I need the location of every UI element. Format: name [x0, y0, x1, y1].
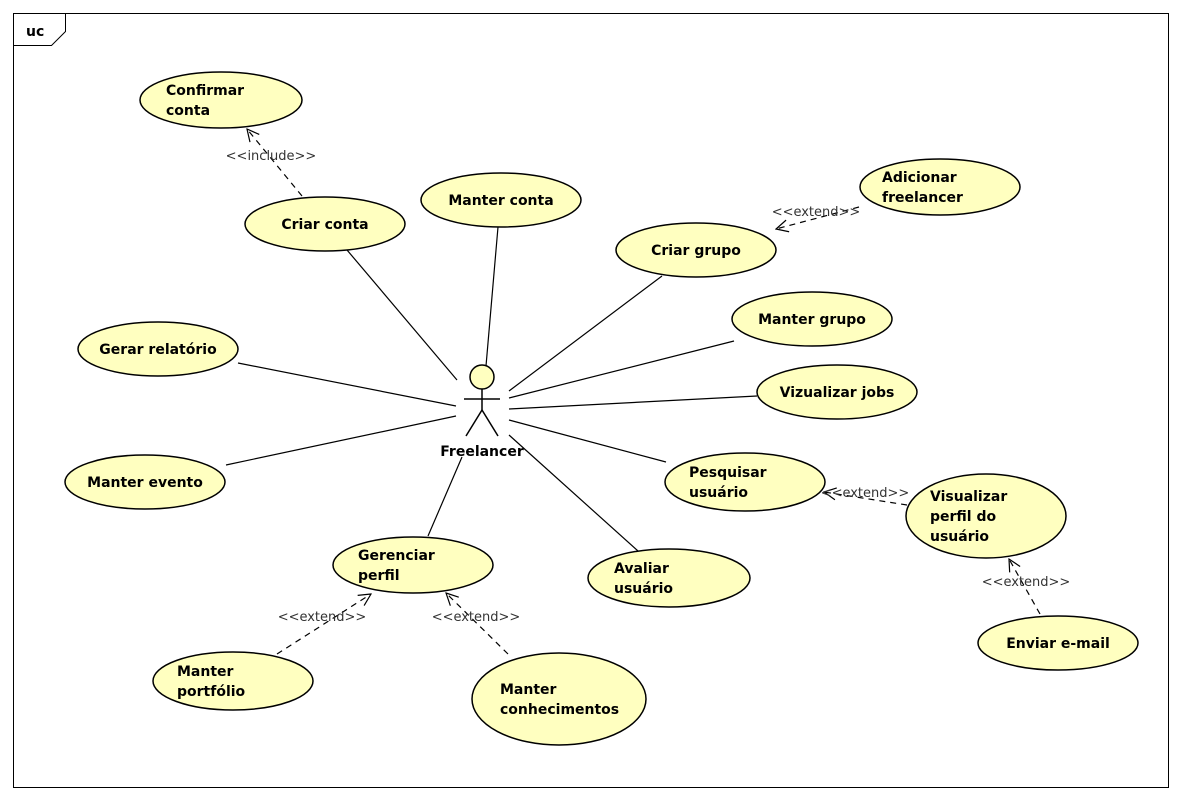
usecase-manter-grupo[interactable]: Manter grupo	[731, 291, 893, 347]
association-manter-conta	[485, 226, 499, 367]
usecase-label-line: Criar grupo	[651, 243, 741, 259]
usecase-gerar-relatorio[interactable]: Gerar relatório	[77, 321, 239, 377]
usecase-label-line: Pesquisar	[689, 465, 767, 481]
usecase-label-line: Gerar relatório	[99, 342, 217, 358]
usecase-ellipse	[139, 71, 303, 129]
associations	[225, 226, 758, 552]
usecase-ellipse	[332, 536, 494, 594]
usecase-ellipse	[731, 291, 893, 347]
frame-tag: uc	[26, 24, 44, 40]
dependencies: <<include>> <<extend>> <<extend>> <<extend>…	[226, 129, 1071, 655]
association-manter-grupo	[508, 340, 735, 399]
usecase-ellipse	[64, 454, 226, 510]
usecase-label-line: perfil	[358, 568, 400, 584]
usecase-label-line: Enviar e-mail	[1006, 636, 1110, 652]
association-gerenciar-perfil	[427, 456, 463, 537]
usecase-confirmar-conta[interactable]: Confirmar conta	[139, 71, 303, 129]
association-vizualizar-jobs	[508, 395, 758, 410]
usecase-pesquisar-usuario[interactable]: Pesquisar usuário	[664, 452, 826, 512]
usecase-label-line: usuário	[614, 581, 673, 597]
dependency-manter-portfolio-to-gerenciar-perfil	[276, 594, 371, 655]
stereotype-label: <<extend>>	[772, 205, 861, 220]
usecase-label-line: Confirmar	[166, 83, 244, 99]
usecase-ellipse	[905, 473, 1067, 559]
usecase-enviar-email[interactable]: Enviar e-mail	[977, 615, 1139, 671]
actor-head	[469, 364, 495, 390]
association-pesquisar-usuario	[508, 419, 667, 463]
usecase-label-line: Gerenciar	[358, 548, 435, 564]
usecase-label-line: Manter grupo	[758, 312, 866, 328]
actor-right-leg	[481, 409, 499, 437]
usecase-label-line: Visualizar	[930, 489, 1007, 505]
usecase-label-line: Manter evento	[87, 475, 203, 491]
association-manter-evento	[225, 415, 457, 466]
usecase-criar-grupo[interactable]: Criar grupo	[615, 222, 777, 278]
usecase-label-line: freelancer	[882, 190, 963, 206]
stereotype-label: <<extend>>	[821, 486, 910, 501]
diagram-frame	[13, 13, 1169, 788]
usecase-manter-evento[interactable]: Manter evento	[64, 454, 226, 510]
usecase-label-line: Manter	[500, 682, 557, 698]
actor-name: Freelancer	[440, 444, 524, 460]
usecase-ellipse	[420, 172, 582, 228]
dependency-visualizar-perfil-to-pesquisar-usuario	[824, 492, 908, 506]
usecase-label-line: Avaliar	[614, 561, 669, 577]
usecase-label-line: conhecimentos	[500, 702, 619, 718]
association-gerar-relatorio	[237, 362, 457, 407]
usecase-label-line: portfólio	[177, 684, 246, 700]
usecase-label-line: perfil do	[930, 509, 996, 525]
usecase-ellipse	[756, 364, 918, 420]
usecase-ellipse	[244, 196, 406, 252]
dependency-adicionar-freelancer-to-criar-grupo	[776, 206, 860, 229]
usecase-adicionar-freelancer[interactable]: Adicionar freelancer	[859, 158, 1021, 216]
frame-tag-box	[13, 13, 66, 46]
usecase-ellipse	[977, 615, 1139, 671]
stereotype-label: <<extend>>	[432, 610, 521, 625]
stereotype-label: <<extend>>	[278, 610, 367, 625]
usecase-label-line: Manter	[177, 664, 234, 680]
usecase-label-line: Vizualizar jobs	[780, 385, 895, 401]
usecase-label-line: usuário	[930, 529, 989, 545]
usecase-gerenciar-perfil[interactable]: Gerenciar perfil	[332, 536, 494, 594]
usecase-ellipse	[664, 452, 826, 512]
usecase-label-line: conta	[166, 103, 210, 119]
usecase-label-line: Manter conta	[448, 193, 553, 209]
usecase-manter-conta[interactable]: Manter conta	[420, 172, 582, 228]
dependency-manter-conhecimentos-to-gerenciar-perfil	[446, 593, 509, 655]
usecase-criar-conta[interactable]: Criar conta	[244, 196, 406, 252]
association-criar-conta	[346, 249, 458, 381]
usecase-ellipse	[77, 321, 239, 377]
dependency-criar-conta-to-confirmar-conta	[247, 129, 303, 197]
association-criar-grupo	[508, 275, 663, 392]
association-avaliar-usuario	[508, 434, 639, 552]
usecase-visualizar-perfil[interactable]: Visualizar perfil do usuário	[905, 473, 1067, 559]
usecase-ellipse	[587, 548, 751, 608]
usecase-vizualizar-jobs[interactable]: Vizualizar jobs	[756, 364, 918, 420]
usecase-ellipse	[859, 158, 1021, 216]
usecase-label-line: usuário	[689, 485, 748, 501]
actor-freelancer[interactable]: Freelancer	[440, 364, 524, 460]
usecase-label-line: Criar conta	[281, 217, 368, 233]
usecase-manter-portfolio[interactable]: Manter portfólio	[152, 651, 314, 711]
usecase-manter-conhecimentos[interactable]: Manter conhecimentos	[471, 652, 647, 746]
usecase-ellipse	[152, 651, 314, 711]
stereotype-label: <<include>>	[226, 149, 317, 164]
usecase-avaliar-usuario[interactable]: Avaliar usuário	[587, 548, 751, 608]
stereotype-label: <<extend>>	[982, 575, 1071, 590]
usecase-label-line: Adicionar	[882, 170, 957, 186]
actor-left-leg	[465, 409, 483, 437]
usecase-ellipse	[615, 222, 777, 278]
usecase-ellipse	[471, 652, 647, 746]
